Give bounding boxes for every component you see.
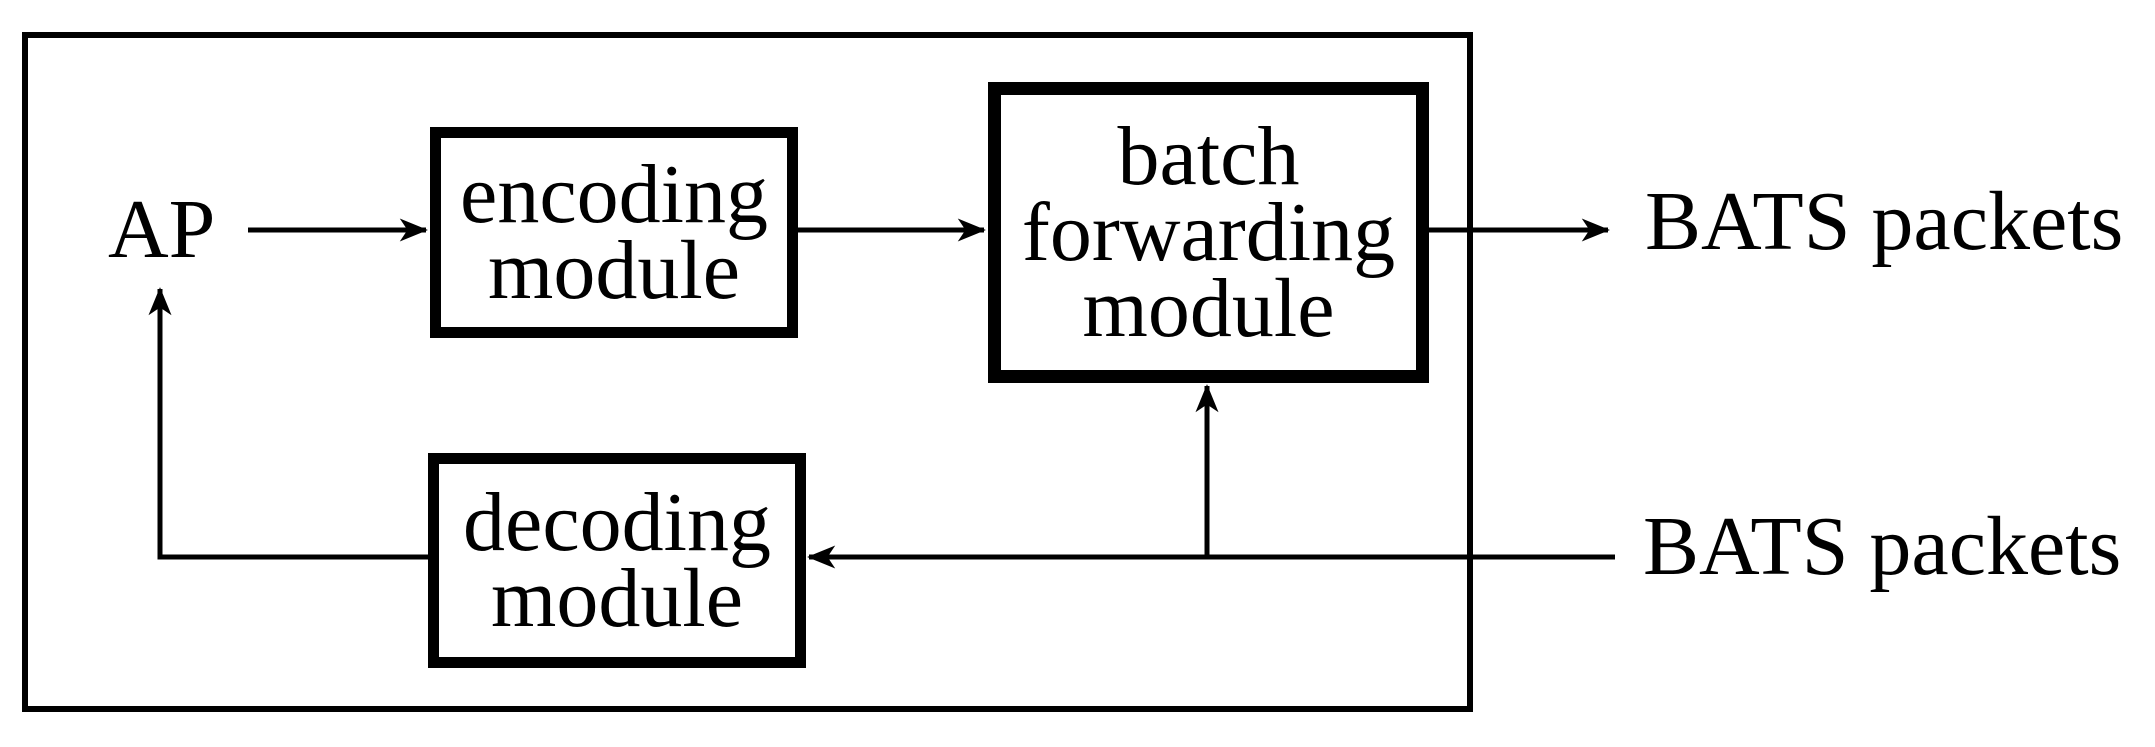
bats-packets-out-label: BATS packets <box>1645 175 2124 268</box>
enclosure-rectangle <box>22 32 1473 712</box>
decoding-module-label-line1: decoding <box>463 475 771 569</box>
decoding-module-box: decoding module <box>428 453 806 668</box>
encoding-module-label-line1: encoding <box>460 147 768 241</box>
ap-label: AP <box>108 183 216 276</box>
decoding-module-label-line2: module <box>491 551 743 645</box>
encoding-module-label-line2: module <box>488 223 740 317</box>
encoding-module-box: encoding module <box>430 127 798 338</box>
batch-forwarding-module-box: batch forwarding module <box>988 82 1429 383</box>
edge-decoding-to-ap <box>148 287 430 560</box>
batch-forwarding-module-label-line2: forwarding <box>1021 185 1396 279</box>
bats-packets-in-label: BATS packets <box>1643 500 2122 593</box>
batch-forwarding-module-label-line1: batch <box>1117 109 1300 203</box>
batch-forwarding-module-label-line3: module <box>1082 261 1335 355</box>
